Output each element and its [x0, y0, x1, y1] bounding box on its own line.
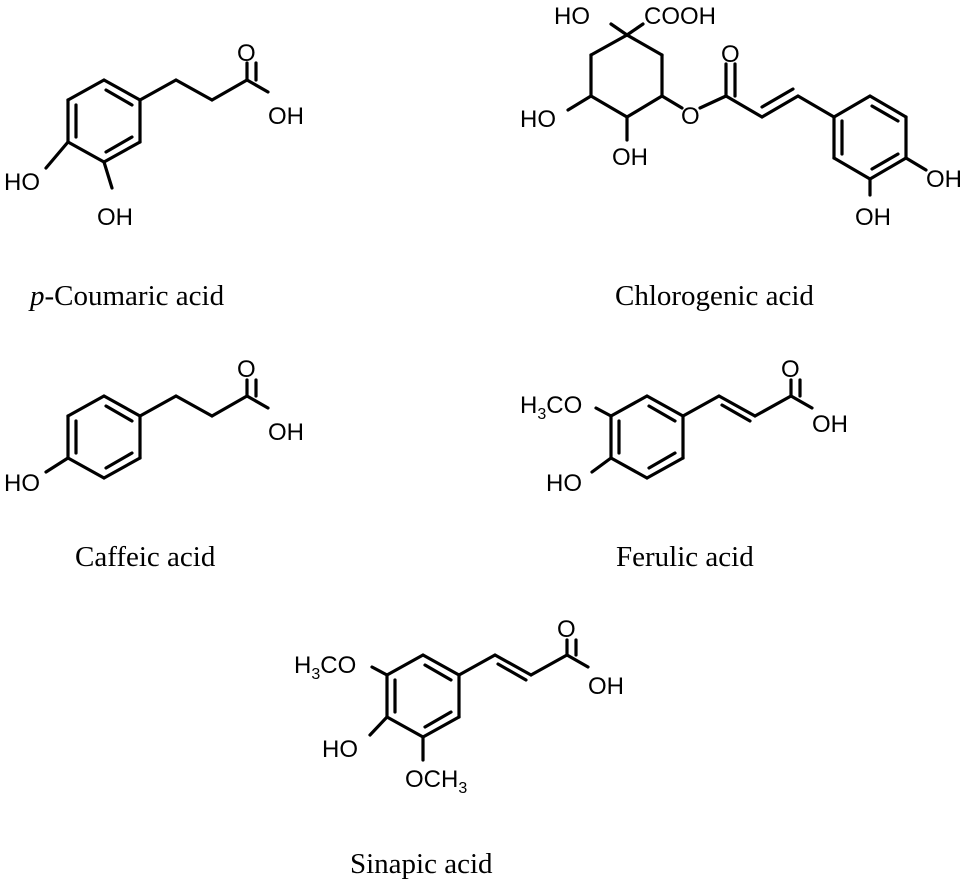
structure-caffeic-acid: O OH HO [4, 356, 304, 497]
atom-cooh: COOH [644, 3, 716, 30]
caption-ferulic-acid: Ferulic acid [616, 541, 754, 573]
bonds [590, 378, 814, 480]
methoxy-sub: 3 [537, 406, 546, 423]
caption-italic-prefix: p [28, 280, 45, 312]
methoxy-sub: 3 [311, 666, 320, 683]
atom-carbonyl-o: O [237, 356, 256, 383]
caption-chlorogenic-acid: Chlorogenic acid [615, 280, 814, 312]
structure-p-coumaric-acid: O OH HO OH [4, 40, 304, 231]
atom-ester-o: O [681, 103, 700, 130]
atom-acid-oh: OH [588, 673, 624, 700]
atom-carbonyl-o: O [721, 41, 740, 68]
atom-ho: HO [322, 736, 358, 763]
caption-caffeic-acid: Caffeic acid [75, 541, 216, 573]
atom-ho: HO [554, 3, 590, 30]
methoxy-h: H [294, 652, 311, 679]
methoxy-h: H [520, 392, 537, 419]
atom-methoxy: H3CO [294, 652, 356, 683]
atom-ho: HO [520, 106, 556, 133]
atom-methoxy-bottom: OCH3 [405, 766, 467, 797]
atom-acid-oh: OH [812, 411, 848, 438]
methoxy-rest: CO [546, 392, 582, 419]
atom-acid-oh: OH [268, 103, 304, 130]
caption-p-coumaric-acid: p-Coumaric acid [28, 280, 225, 312]
structure-ferulic-acid: O OH H3CO HO [520, 356, 848, 497]
methoxy-main: OCH [405, 766, 458, 793]
caption-rest: -Coumaric acid [45, 280, 225, 312]
methoxy-rest: CO [320, 652, 356, 679]
atom-oh: OH [612, 144, 648, 171]
bonds [368, 638, 590, 762]
atom-methoxy: H3CO [520, 392, 582, 423]
caption-sinapic-acid: Sinapic acid [350, 848, 493, 880]
methoxy-sub: 3 [458, 780, 467, 797]
structure-chlorogenic-acid: HO COOH HO OH O O OH OH [520, 3, 962, 231]
atom-oh: OH [97, 204, 133, 231]
atom-carbonyl-o: O [557, 616, 576, 643]
structure-sinapic-acid: O OH H3CO HO OCH3 [294, 616, 624, 797]
bonds [566, 22, 928, 197]
atom-ho: HO [4, 470, 40, 497]
atom-carbonyl-o: O [237, 40, 256, 67]
atom-carbonyl-o: O [781, 356, 800, 383]
atom-oh: OH [855, 204, 891, 231]
atom-oh: OH [926, 166, 962, 193]
atom-ho: HO [4, 169, 40, 196]
bonds [44, 61, 270, 190]
atom-acid-oh: OH [268, 419, 304, 446]
bonds [44, 378, 270, 480]
atom-ho: HO [546, 470, 582, 497]
